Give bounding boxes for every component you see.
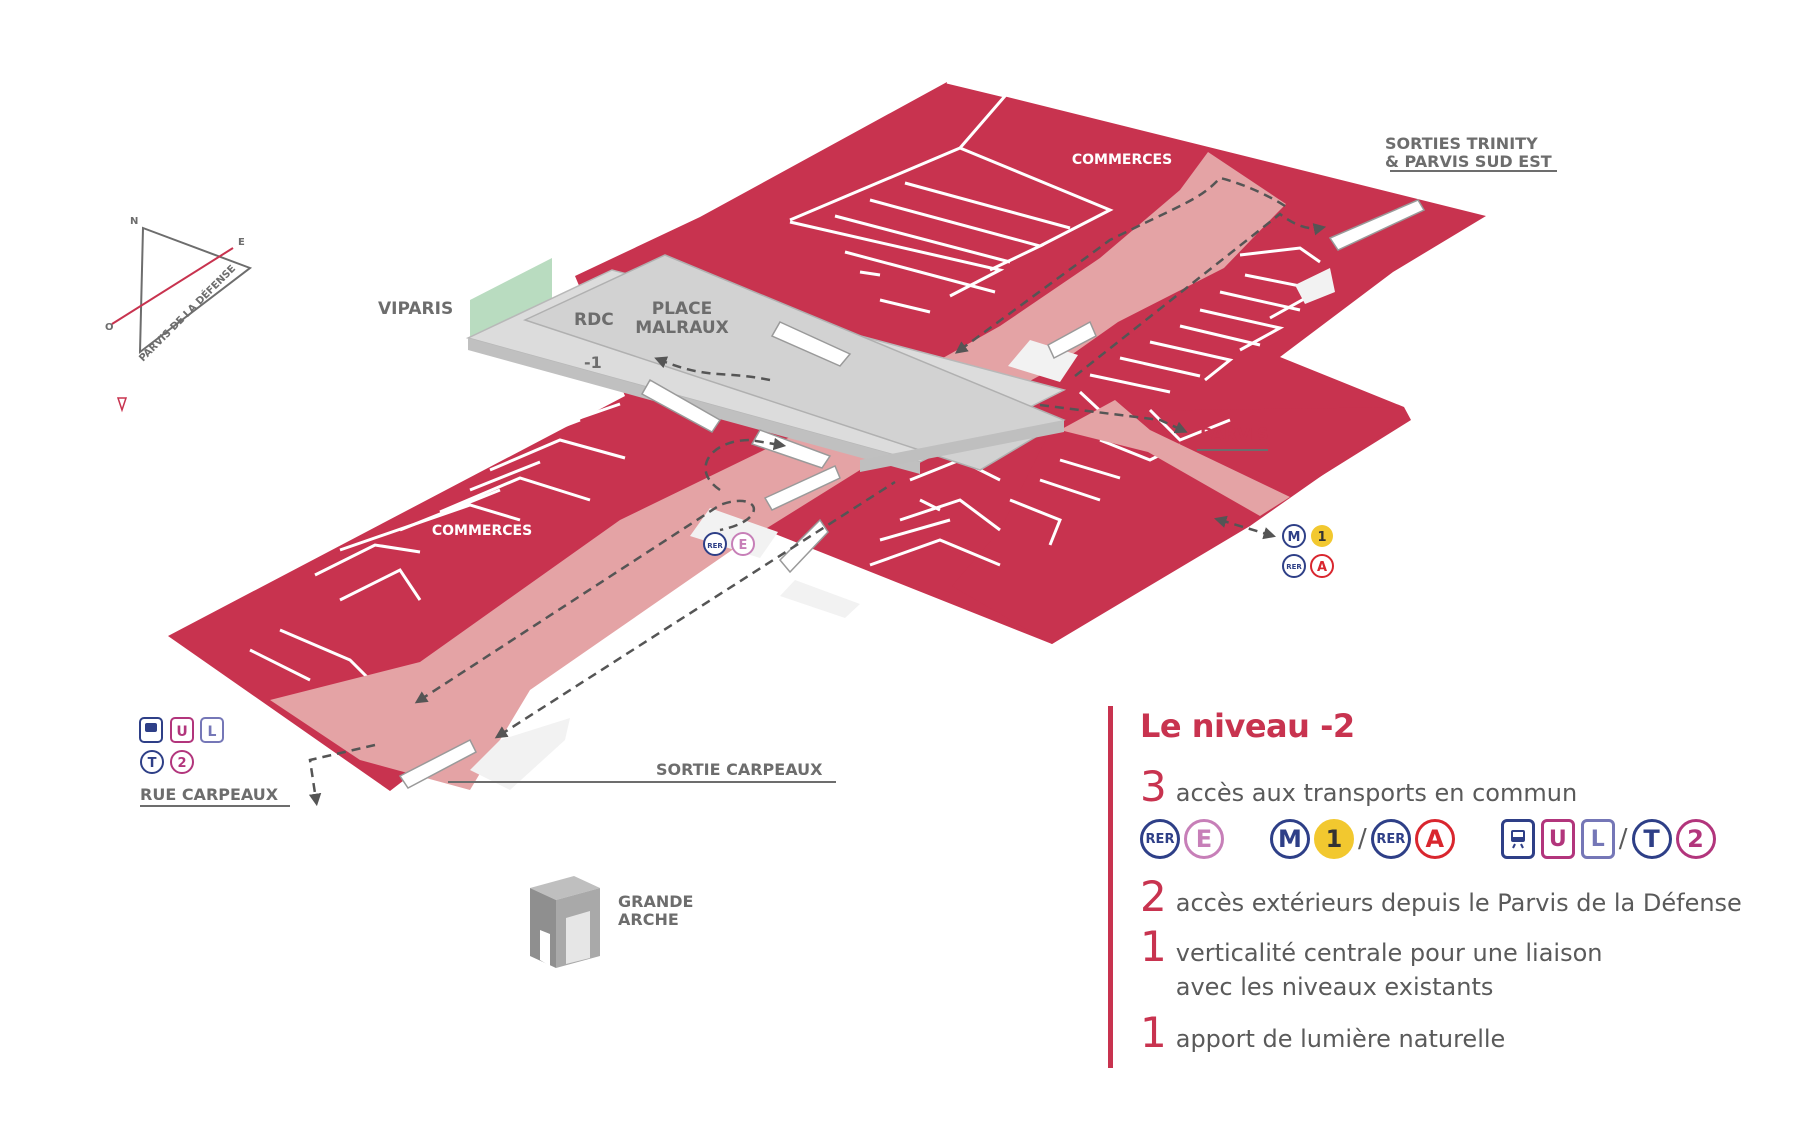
badge-cluster-m1-rera: M 1 RER A: [1282, 524, 1334, 578]
viparis-block: [470, 258, 552, 342]
legend-row-exterior-access: 2 accès extérieurs depuis le Parvis de l…: [1140, 874, 1778, 920]
label-grande-arche-1: GRANDE: [618, 892, 693, 911]
label-sorties-trinity-2: & PARVIS SUD EST: [1385, 152, 1552, 171]
rer-icon: RER: [1140, 819, 1180, 859]
tram-2-icon-label: 2: [177, 756, 186, 771]
slash-separator: /: [1358, 824, 1367, 854]
rer-a-icon: A: [1414, 819, 1455, 859]
tram-icon-label: T: [148, 756, 157, 771]
label-sortie-carpeaux: SORTIE CARPEAUX: [656, 760, 823, 779]
escalators: [398, 199, 1426, 789]
legend-row-verticality: 1 verticalité centrale pour une liaison …: [1140, 924, 1778, 1004]
compass-o: O: [105, 322, 114, 333]
label-sorties-trinity-1: SORTIES TRINITY: [1385, 134, 1538, 153]
rer-icon: [703, 532, 727, 556]
rer-e-icon: [731, 532, 755, 556]
tram-2-icon: 2: [1675, 819, 1716, 859]
train-l-icon: L: [1580, 819, 1615, 859]
tram-icon: [140, 750, 164, 774]
label-rue-carpeaux: RUE CARPEAUX: [140, 785, 279, 804]
circulation-paths: [308, 176, 1327, 807]
label-place-malraux-2: MALRAUX: [635, 318, 729, 338]
legend-number: 1: [1140, 1008, 1167, 1057]
badge-cluster-rer-e: RER E: [703, 532, 755, 556]
rer-e-icon: E: [1184, 819, 1224, 859]
slab-minus1-edge: [860, 420, 1064, 472]
compass-triangle: [138, 226, 253, 355]
label-level-minus2: -2: [583, 393, 601, 412]
train-l-icon-label: L: [208, 724, 217, 740]
corridor-parvis: [1060, 400, 1290, 516]
legend-text: accès extérieurs depuis le Parvis de la …: [1175, 889, 1742, 917]
rer-e-icon-label: E: [739, 538, 748, 553]
map-labels: COMMERCES COMMERCES SORTIES TRINITY & PA…: [140, 134, 1552, 929]
legend-text: avec les niveaux existants: [1175, 973, 1494, 1001]
legend-transport-icons: RER E M 1 / RER A U L / T 2: [1140, 814, 1778, 864]
legend-row-transports: 3 accès aux transports en commun: [1140, 764, 1778, 810]
label-viparis: VIPARIS: [378, 299, 453, 319]
legend-row-light: 1 apport de lumière naturelle: [1140, 1010, 1778, 1056]
rer-icon: RER: [1370, 819, 1411, 859]
grande-arche-icon: [530, 876, 600, 968]
compass: N E O PARVIS DE LA DÉFENSE: [105, 216, 253, 413]
train-icon: [1500, 819, 1535, 859]
label-rdc: RDC: [574, 310, 614, 330]
metro-1-icon-label: 1: [1317, 530, 1326, 545]
metro-1-icon: 1: [1314, 819, 1354, 859]
legend-text: verticalité centrale pour une liaison: [1175, 939, 1603, 967]
label-commerces-top: COMMERCES: [1072, 152, 1172, 168]
legend-title: Le niveau -2: [1140, 707, 1355, 745]
shop-partitions: [249, 80, 1325, 702]
rer-a-icon-label: A: [1317, 560, 1327, 575]
metro-icon: M: [1270, 819, 1310, 859]
rer-icon-label: RER: [707, 542, 723, 550]
train-u-icon: U: [1540, 819, 1575, 859]
rer-icon-2-label: RER: [1286, 563, 1302, 571]
leader-lines: [140, 170, 1557, 807]
compass-e: E: [238, 237, 245, 248]
train-u-icon-label: U: [176, 724, 187, 740]
tram-icon: T: [1631, 819, 1672, 859]
rer-icon-2: [1282, 554, 1306, 578]
legend-number: 2: [1140, 872, 1167, 921]
compass-mini-arrow: [116, 397, 128, 413]
badge-cluster-train-t2: U L T 2: [139, 717, 224, 774]
train-l-icon: [200, 717, 224, 743]
corridors: [270, 152, 1290, 790]
slash-separator: /: [1618, 824, 1628, 854]
metro-icon-label: M: [1288, 530, 1301, 545]
corridor-main: [270, 152, 1286, 790]
label-parvis: PARVIS: [1200, 425, 1269, 445]
legend-number: 3: [1140, 762, 1167, 811]
metro-icon: [1282, 524, 1306, 548]
legend-panel: Le niveau -2 3 accès aux transports en c…: [1108, 706, 1778, 1068]
train-u-icon: [170, 717, 194, 743]
legend-text: apport de lumière naturelle: [1175, 1025, 1506, 1053]
shops-se-wing: [952, 407, 1404, 644]
legend-text: accès aux transports en commun: [1175, 779, 1578, 807]
label-commerces-left: COMMERCES: [432, 523, 532, 539]
compass-n: N: [130, 216, 138, 227]
rer-a-icon: [1310, 554, 1334, 578]
label-grande-arche-2: ARCHE: [618, 910, 679, 929]
compass-axis: [111, 247, 234, 325]
legend-number: 1: [1140, 922, 1167, 971]
train-glyph-icon: [1510, 830, 1525, 849]
label-level-minus1: -1: [584, 353, 602, 372]
tram-2-icon: [170, 750, 194, 774]
label-place-malraux-1: PLACE: [652, 299, 713, 319]
metro-1-icon: [1311, 525, 1333, 547]
